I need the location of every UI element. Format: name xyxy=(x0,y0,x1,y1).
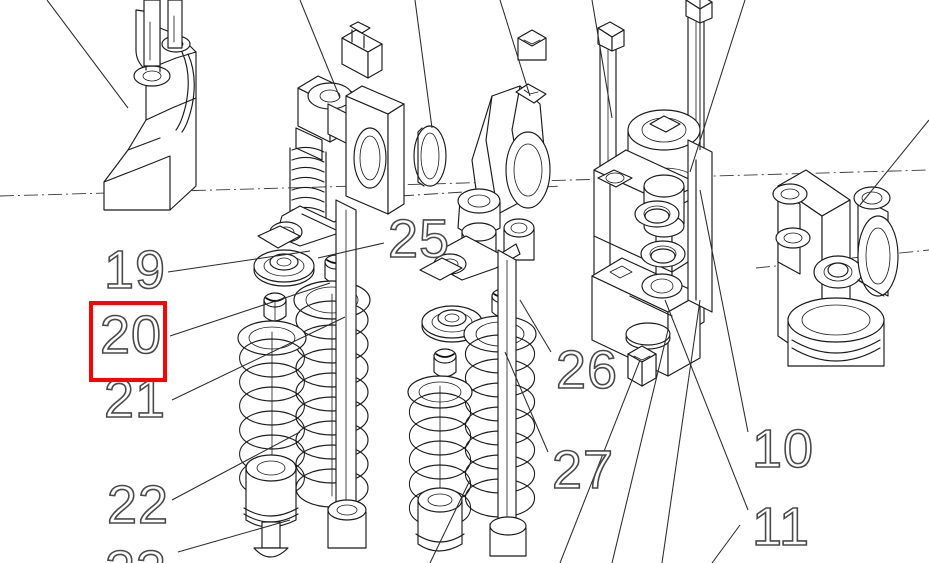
part-cylinder-head-bracket xyxy=(103,0,197,211)
part-hex-nut-top xyxy=(517,29,547,61)
part-camshaft-bearing-cap xyxy=(772,169,899,367)
callout-label-11: 11 xyxy=(751,497,811,557)
part-left-adjuster-block xyxy=(297,21,405,215)
part-rocker-arm-25 xyxy=(413,83,551,263)
part-mid-rocker-link xyxy=(419,235,521,281)
leader-lines xyxy=(167,189,749,553)
callout-label-10: 10 xyxy=(751,419,815,479)
callout-label-25: 25 xyxy=(387,209,451,269)
callout-label-26: 26 xyxy=(555,340,619,400)
part-mid-valve-train xyxy=(407,29,547,557)
part-valve-guide-left xyxy=(327,199,367,549)
part-valve-spring-A xyxy=(293,280,371,508)
part-adjuster-stack xyxy=(634,174,686,299)
callout-label-21: 21 xyxy=(103,369,167,429)
callout-label-19: 19 xyxy=(103,240,167,300)
part-valve-cotter-mid xyxy=(433,348,457,378)
part-valve-stem-seal-22 xyxy=(243,454,299,528)
part-block-wing xyxy=(687,139,713,313)
part-valve-23 xyxy=(253,521,289,558)
part-o-ring xyxy=(413,125,447,187)
callout-label-22: 22 xyxy=(106,475,170,535)
part-left-valve-train xyxy=(237,21,405,558)
part-left-rocker-link xyxy=(257,205,357,249)
callout-label-20: 20 xyxy=(99,305,163,365)
part-left-boot xyxy=(289,127,327,219)
part-spring-retainer-19 xyxy=(253,249,315,287)
part-valve-cotter-left xyxy=(263,292,287,323)
part-valve-guide-mid xyxy=(489,249,527,557)
part-valve-stem-seal-mid xyxy=(415,487,465,552)
leader-lines-extra xyxy=(46,0,929,563)
callout-label-23: 23 xyxy=(104,542,167,563)
part-valve-spring-B xyxy=(237,320,307,498)
part-camshaft-holder-assembly xyxy=(591,0,713,387)
callout-label-27: 27 xyxy=(551,440,615,500)
part-top-boss xyxy=(627,109,701,205)
